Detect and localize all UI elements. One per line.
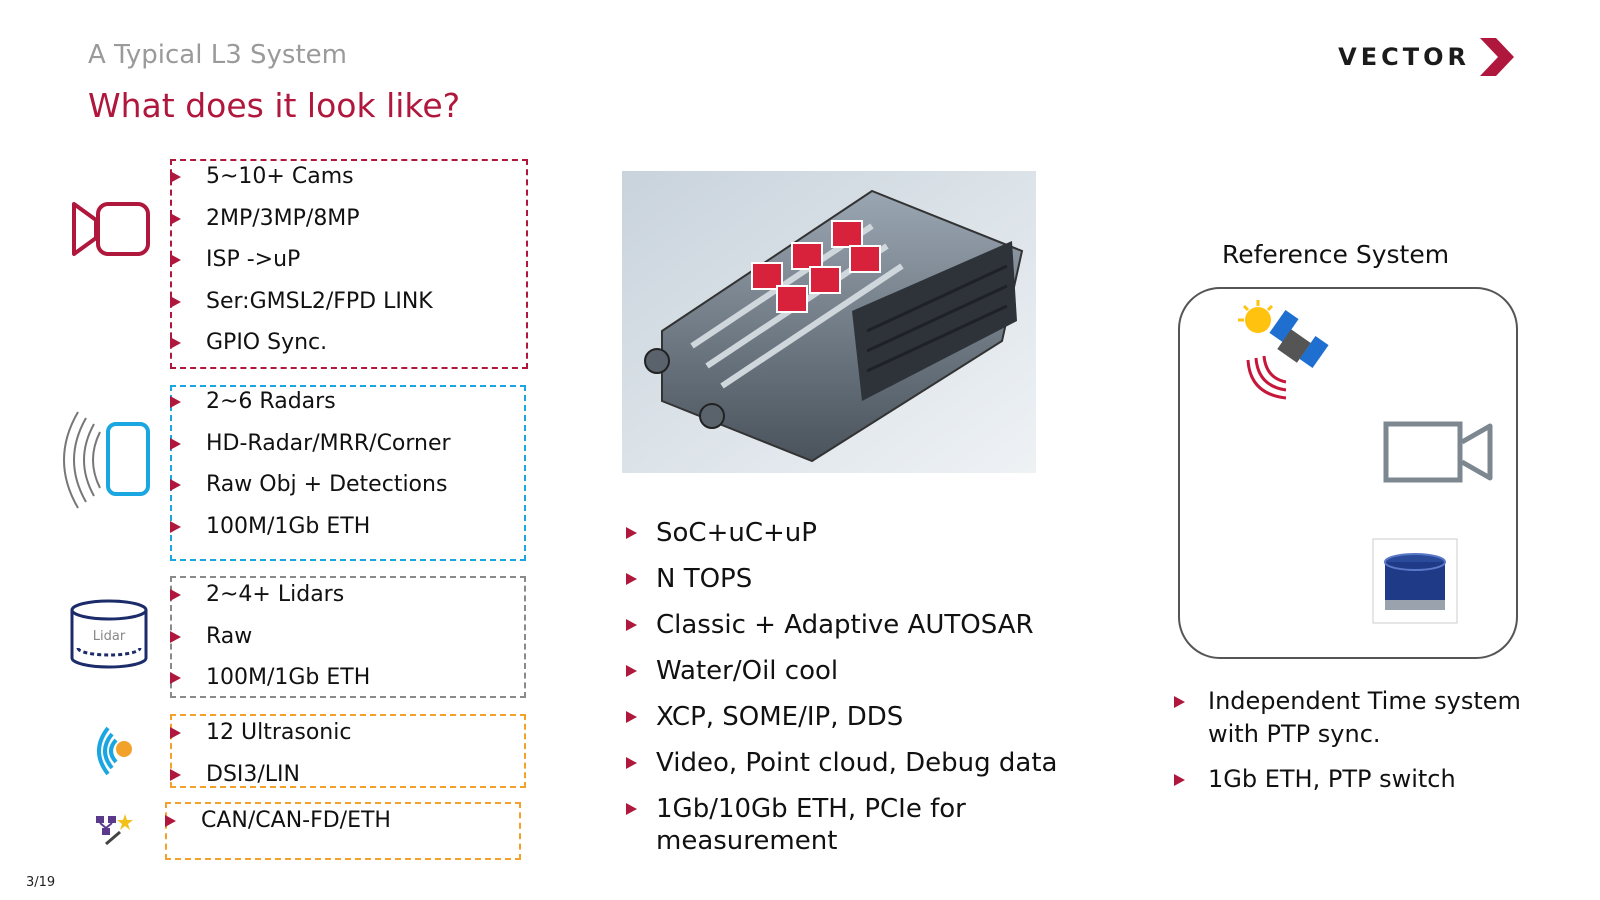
camera-spec-list: 5~10+ Cams 2MP/3MP/8MP ISP ->uP Ser:GMSL…	[170, 156, 433, 364]
vector-logo: VECTOR	[1338, 36, 1516, 78]
list-item: Video, Point cloud, Debug data	[626, 740, 1096, 786]
list-item: CAN/CAN-FD/ETH	[165, 800, 391, 842]
list-item: Raw Obj + Detections	[170, 464, 451, 506]
list-item: Raw	[170, 616, 370, 658]
list-item: HD-Radar/MRR/Corner	[170, 423, 451, 465]
camera-icon	[72, 202, 150, 256]
list-item: 100M/1Gb ETH	[170, 657, 370, 699]
section-subtitle: A Typical L3 System	[88, 40, 347, 70]
list-item: 5~10+ Cams	[170, 156, 433, 198]
gnss-satellite-icon	[1238, 300, 1329, 400]
list-item: 2~6 Radars	[170, 381, 451, 423]
lidar-icon-label: Lidar	[93, 629, 126, 644]
list-item: ISP ->uP	[170, 239, 433, 281]
list-item: GPIO Sync.	[170, 322, 433, 364]
reference-system-box	[1178, 287, 1518, 659]
lidar-icon: Lidar	[70, 599, 148, 669]
slide-title: What does it look like?	[88, 86, 461, 125]
list-item: XCP, SOME/IP, DDS	[626, 694, 1096, 740]
list-item: SoC+uC+uP	[626, 510, 1096, 556]
chevron-logo-icon	[1480, 38, 1514, 76]
list-item: Water/Oil cool	[626, 648, 1096, 694]
list-item: Ser:GMSL2/FPD LINK	[170, 281, 433, 323]
list-item: 12 Ultrasonic	[170, 712, 351, 754]
ultrasonic-spec-list: 12 Ultrasonic DSI3/LIN	[170, 712, 351, 795]
list-item: Independent Time system with PTP sync.	[1174, 685, 1568, 751]
network-group-box	[165, 802, 521, 860]
list-item: 1Gb ETH, PTP switch	[1174, 763, 1568, 796]
list-item: 1Gb/10Gb ETH, PCIe for measurement	[626, 786, 1096, 864]
radar-icon	[63, 411, 150, 509]
list-item: 2~4+ Lidars	[170, 574, 370, 616]
ecu-feature-list: SoC+uC+uP N TOPS Classic + Adaptive AUTO…	[626, 510, 1096, 864]
ultrasonic-icon	[97, 726, 132, 776]
network-spec-list: CAN/CAN-FD/ETH	[165, 800, 391, 842]
list-item: DSI3/LIN	[170, 754, 351, 796]
network-icon	[96, 814, 133, 846]
page-number: 3/19	[26, 875, 56, 890]
list-item: Classic + Adaptive AUTOSAR	[626, 602, 1096, 648]
reference-feature-list: Independent Time system with PTP sync. 1…	[1174, 685, 1568, 808]
time-device-icon	[1372, 538, 1458, 624]
radar-group-box	[170, 385, 526, 561]
list-item: 2MP/3MP/8MP	[170, 198, 433, 240]
reference-system-title: Reference System	[1222, 240, 1450, 269]
video-camera-icon	[1383, 421, 1493, 483]
list-item: N TOPS	[626, 556, 1096, 602]
list-item: 100M/1Gb ETH	[170, 506, 451, 548]
radar-spec-list: 2~6 Radars HD-Radar/MRR/Corner Raw Obj +…	[170, 381, 451, 547]
logo-text: VECTOR	[1338, 43, 1470, 71]
ultrasonic-group-box	[170, 714, 526, 788]
lidar-spec-list: 2~4+ Lidars Raw 100M/1Gb ETH	[170, 574, 370, 699]
ecu-image	[622, 171, 1036, 473]
